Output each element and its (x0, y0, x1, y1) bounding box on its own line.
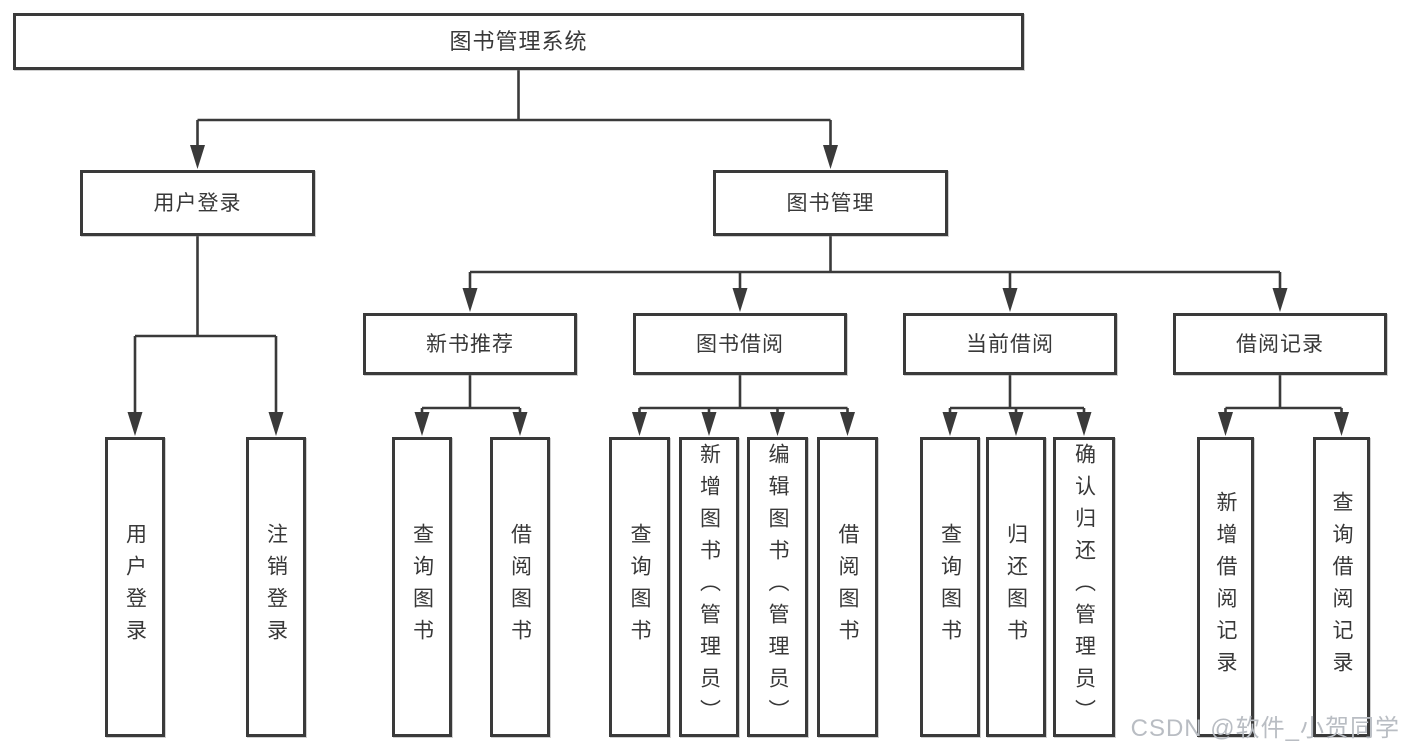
node-leaf-query-book-1: 查询图书 (392, 437, 452, 737)
node-label-leaf-query-borrow-record: 查询借阅记录 (1330, 491, 1353, 683)
node-label-leaf-logout: 注销登录 (264, 523, 288, 651)
node-label-book-mgmt: 图书管理 (786, 191, 875, 215)
node-new-book-rec: 新书推荐 (363, 313, 577, 375)
arrowhead-icon (268, 412, 284, 436)
arrowhead-icon (1272, 288, 1288, 312)
node-book-borrow: 图书借阅 (633, 313, 847, 375)
arrowhead-icon (1218, 412, 1233, 436)
node-label-leaf-add-book: 新增图书（管理员） (697, 443, 721, 731)
arrowhead-icon (190, 145, 205, 169)
node-label-leaf-user-login: 用户登录 (123, 523, 147, 651)
arrowhead-icon (512, 412, 528, 436)
arrowhead-icon (840, 412, 855, 436)
arrowhead-icon (732, 288, 748, 312)
node-label-leaf-confirm-return: 确认归还（管理员） (1072, 443, 1096, 731)
arrowhead-icon (127, 412, 143, 436)
node-leaf-borrow-book-1: 借阅图书 (490, 437, 550, 737)
node-label-leaf-query-book-2: 查询图书 (628, 523, 651, 651)
arrowhead-icon (1002, 288, 1018, 312)
node-label-leaf-return-book: 归还图书 (1004, 523, 1028, 651)
node-leaf-borrow-book-2: 借阅图书 (817, 437, 878, 737)
arrowhead-icon (1008, 412, 1024, 436)
node-leaf-confirm-return: 确认归还（管理员） (1053, 437, 1115, 737)
node-label-book-borrow: 图书借阅 (696, 332, 784, 356)
node-label-leaf-borrow-book-1: 借阅图书 (508, 523, 532, 651)
arrowhead-icon (414, 412, 430, 436)
node-label-leaf-add-borrow-record: 新增借阅记录 (1214, 491, 1237, 683)
node-borrow-records: 借阅记录 (1173, 313, 1387, 375)
arrowhead-icon (823, 145, 838, 169)
node-leaf-user-login: 用户登录 (105, 437, 165, 737)
node-leaf-query-book-2: 查询图书 (609, 437, 670, 737)
node-leaf-return-book: 归还图书 (986, 437, 1046, 737)
node-leaf-query-book-3: 查询图书 (920, 437, 980, 737)
arrowhead-icon (1076, 412, 1092, 436)
arrowhead-icon (770, 412, 785, 436)
node-book-mgmt: 图书管理 (713, 170, 948, 236)
node-label-new-book-rec: 新书推荐 (426, 332, 514, 356)
node-label-borrow-records: 借阅记录 (1236, 332, 1324, 356)
arrowhead-icon (1334, 412, 1349, 436)
node-leaf-logout: 注销登录 (246, 437, 306, 737)
node-leaf-add-borrow-record: 新增借阅记录 (1197, 437, 1254, 737)
arrowhead-icon (942, 412, 958, 436)
node-leaf-query-borrow-record: 查询借阅记录 (1313, 437, 1370, 737)
node-current-borrow: 当前借阅 (903, 313, 1117, 375)
node-user-login: 用户登录 (80, 170, 315, 236)
node-root: 图书管理系统 (13, 13, 1024, 70)
arrowhead-icon (701, 412, 717, 436)
node-leaf-add-book: 新增图书（管理员） (679, 437, 739, 737)
node-leaf-edit-book: 编辑图书（管理员） (747, 437, 808, 737)
arrowhead-icon (632, 412, 647, 436)
node-label-leaf-edit-book: 编辑图书（管理员） (766, 443, 789, 731)
watermark: CSDN @软件_小贺同学 (1130, 715, 1400, 742)
node-label-root: 图书管理系统 (449, 28, 588, 54)
arrowhead-icon (462, 288, 478, 312)
node-label-leaf-query-book-3: 查询图书 (938, 523, 962, 651)
node-label-leaf-borrow-book-2: 借阅图书 (836, 523, 859, 651)
node-label-current-borrow: 当前借阅 (966, 332, 1054, 356)
node-label-user-login: 用户登录 (153, 191, 242, 215)
node-label-leaf-query-book-1: 查询图书 (410, 523, 434, 651)
